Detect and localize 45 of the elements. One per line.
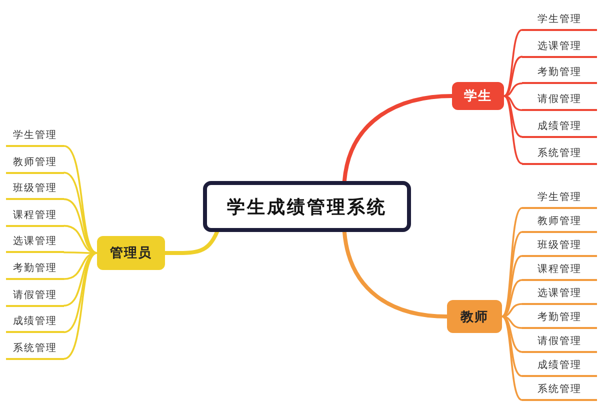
node-label: 教师管理 (538, 215, 582, 228)
node-label: 请假管理 (538, 334, 582, 348)
node-label: 选课管理 (538, 40, 582, 53)
node-label: 请假管理 (13, 288, 57, 302)
branch-line (503, 29, 523, 97)
node-label: 考勤管理 (538, 66, 582, 80)
central-topic-box (203, 181, 411, 232)
node-label: 选课管理 (538, 286, 582, 300)
node-label: 课程管理 (13, 208, 57, 222)
node-label: 系统管理 (13, 342, 57, 355)
branch-line (503, 56, 523, 97)
branch-line (501, 316, 523, 401)
branch-line (63, 172, 98, 254)
node-label: 成绩管理 (13, 314, 57, 328)
node-label: 学生成绩管理系统 (227, 196, 387, 218)
branch-topic-box (452, 82, 504, 110)
node-label: 考勤管理 (538, 310, 582, 324)
branch-line (342, 94, 454, 183)
branch-line (503, 95, 523, 164)
branch-line (501, 279, 523, 318)
node-label: 系统管理 (538, 146, 582, 160)
branch-topic-box (97, 236, 165, 270)
node-label: 教师管理 (13, 156, 57, 169)
branch-line (503, 95, 523, 138)
node-label: 选课管理 (13, 234, 57, 248)
node-label: 教师 (460, 308, 488, 326)
node-label: 班级管理 (13, 182, 57, 196)
node-label: 学生 (464, 88, 492, 105)
node-label: 班级管理 (538, 238, 582, 252)
node-label: 学生管理 (538, 190, 582, 204)
branch-line (63, 252, 98, 360)
branch-line (163, 230, 219, 256)
node-label: 学生管理 (13, 128, 57, 142)
branch-topic-box (447, 300, 502, 333)
node-label: 成绩管理 (538, 120, 582, 133)
node-label: 系统管理 (538, 382, 582, 396)
branch-line (501, 207, 523, 318)
node-label: 课程管理 (538, 263, 582, 276)
node-label: 学生管理 (538, 12, 582, 26)
node-label: 成绩管理 (538, 358, 582, 372)
node-label: 考勤管理 (13, 262, 57, 275)
branch-line (342, 230, 449, 318)
branch-line (63, 252, 98, 334)
node-label: 请假管理 (538, 92, 582, 106)
node-label: 管理员 (110, 245, 152, 262)
